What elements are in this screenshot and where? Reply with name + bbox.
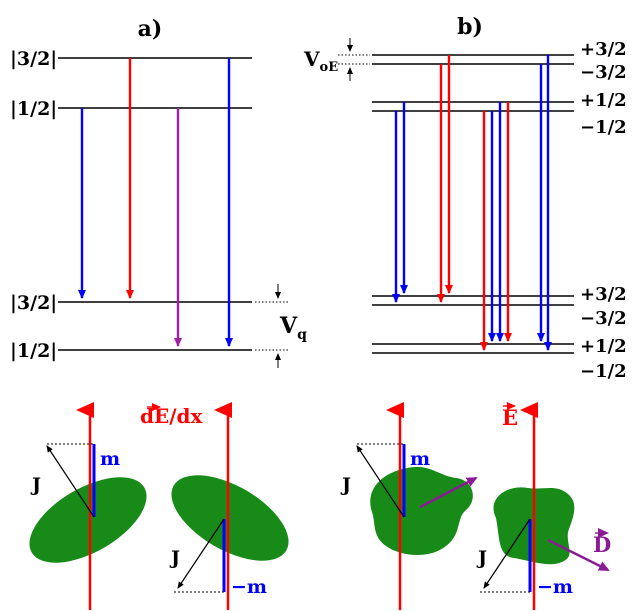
panel-b: b) +3/2 −3/2 +1/2 −1/2 +3/2 −3/2 +1/2 −1… [303,14,627,382]
vq-splitting-marker [255,284,288,368]
j-label-left-2: J [169,547,180,569]
panel-a: a) |3/2| |1/2| |3/2| |1/2| Vq [10,16,307,368]
dipole-arrow-left [419,476,478,509]
j-label-right-1: J [340,474,351,496]
dipole-arrow-right [547,538,610,572]
m-label-left-2: −m [231,576,267,598]
nucleus-ellipse-right [171,402,289,610]
voe-label: VoE [303,47,338,75]
dipole-label: D [593,532,611,557]
level-label-b-upper-p1-2: +1/2 [580,90,627,111]
j-label-right-2: J [476,547,487,569]
level-label-a-upper-3-2: |3/2| [10,48,57,70]
level-label-a-lower-1-2: |1/2| [10,340,57,362]
level-label-a-lower-3-2: |3/2| [10,292,57,314]
vq-label: Vq [279,313,307,343]
charge-blob-left [356,402,473,610]
voe-splitting-marker [338,38,370,81]
panel-b-label: b) [457,14,483,40]
m-label-right-1: m [410,448,430,470]
panel-a-label: a) [138,16,163,42]
nucleus-ellipse-left [29,402,147,610]
level-label-a-upper-1-2: |1/2| [10,98,57,120]
bottom-left-illustration: J m J −m dE/dx [29,402,289,610]
m-label-right-2: −m [537,576,573,598]
level-label-b-upper-m3-2: −3/2 [580,62,627,83]
level-label-b-upper-m1-2: −1/2 [580,117,627,138]
level-label-b-upper-p3-2: +3/2 [580,39,627,60]
field-gradient-label: dE/dx [140,404,204,428]
charge-blob-right [480,402,575,610]
level-label-b-lower-p1-2: +1/2 [580,336,627,357]
m-label-left-1: m [100,448,120,470]
electric-field-label: E [502,405,518,430]
level-label-b-lower-m3-2: −3/2 [580,308,627,329]
level-label-b-lower-m1-2: −1/2 [580,361,627,382]
bottom-right-illustration: J m J −m E D [340,402,611,610]
j-label-left-1: J [30,474,41,496]
level-label-b-lower-p3-2: +3/2 [580,284,627,305]
